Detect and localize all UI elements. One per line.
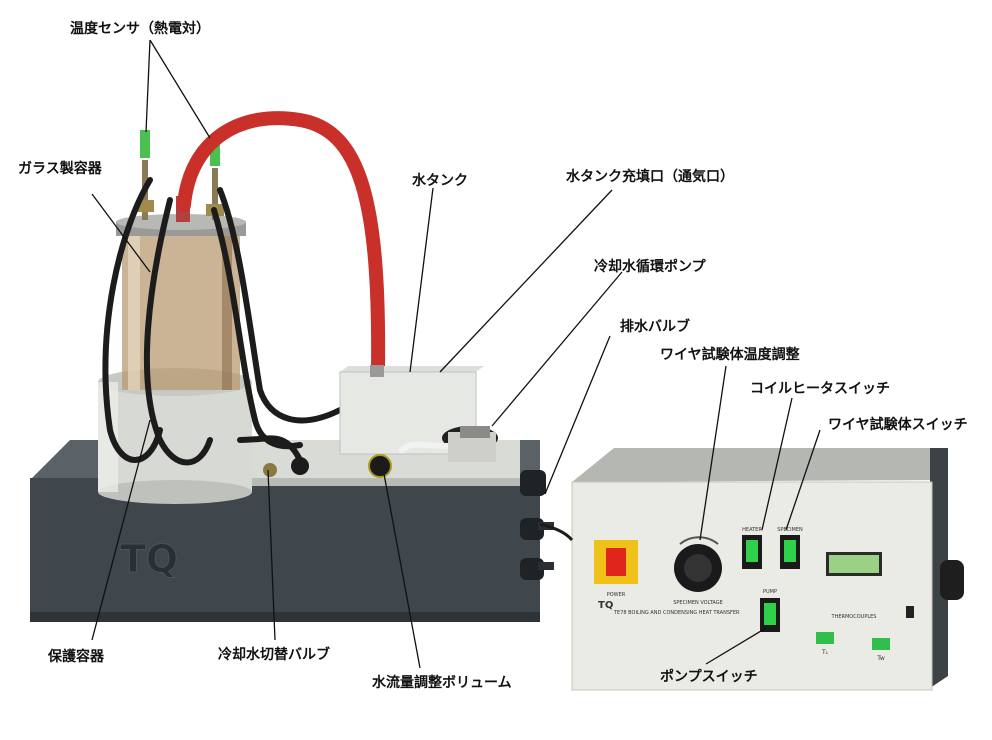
cooling-switch-valve[interactable] <box>263 463 277 477</box>
label-wire-specimen-switch: ワイヤ試験体スイッチ <box>828 417 968 433</box>
console-logo: TQ <box>598 600 613 611</box>
red-hose <box>177 111 386 377</box>
label-protective-vessel: 保護容器 <box>48 649 104 665</box>
coil-heater-switch[interactable] <box>742 535 762 569</box>
power-switch[interactable] <box>594 540 638 584</box>
specimen-voltage-label: SPECIMEN VOLTAGE <box>673 600 723 606</box>
tw-label: Tw <box>876 655 885 662</box>
label-coil-heater-switch: コイルヒータスイッチ <box>750 381 890 397</box>
power-label: POWER <box>607 592 626 598</box>
control-console: POWER SPECIMEN VOLTAGE HEATER SPECIMEN P… <box>539 448 964 691</box>
label-thermocouple: 温度センサ（熱電対） <box>70 21 210 37</box>
label-water-tank: 水タンク <box>412 173 468 189</box>
thermocouple-socket-tw[interactable] <box>872 638 890 650</box>
heater-label: HEATER <box>742 527 762 533</box>
label-glass-vessel: ガラス製容器 <box>18 161 102 177</box>
thermocouple-socket-t1[interactable] <box>816 632 834 644</box>
tank-fill-port <box>370 365 384 377</box>
specimen-voltage-knob[interactable] <box>674 536 722 592</box>
temperature-display <box>826 552 882 576</box>
label-flow-volume: 水流量調整ボリューム <box>372 675 512 691</box>
callout-lines <box>91 39 821 669</box>
cables <box>102 177 343 466</box>
tq-logo: TQ <box>120 537 179 582</box>
t1-label: T₁ <box>821 649 829 656</box>
drain-valve[interactable] <box>520 470 554 580</box>
pump-label: PUMP <box>763 589 777 595</box>
label-tank-fill-port: 水タンク充填口（通気口） <box>566 169 734 185</box>
label-pump-switch: ポンプスイッチ <box>660 669 758 685</box>
label-drain-valve: 排水バルブ <box>620 319 690 335</box>
label-cooling-switch-valve: 冷却水切替バルブ <box>218 647 330 663</box>
label-wire-temp-control: ワイヤ試験体温度調整 <box>660 347 800 363</box>
model-text: TE78 BOILING AND CONDENSING HEAT TRANSFE… <box>613 610 740 616</box>
specimen-label: SPECIMEN <box>777 527 803 533</box>
glass-vessel <box>116 214 246 390</box>
cooling-pump <box>397 426 498 462</box>
base-unit-front <box>30 478 540 618</box>
thermocouples-label: THERMOCOUPLES <box>831 614 877 620</box>
flow-volume-knob[interactable] <box>368 454 392 478</box>
pump-switch[interactable] <box>760 598 780 632</box>
label-cooling-pump: 冷却水循環ポンプ <box>594 259 706 275</box>
wire-specimen-switch[interactable] <box>780 535 800 569</box>
svg-text:TQ: TQ <box>120 537 178 581</box>
